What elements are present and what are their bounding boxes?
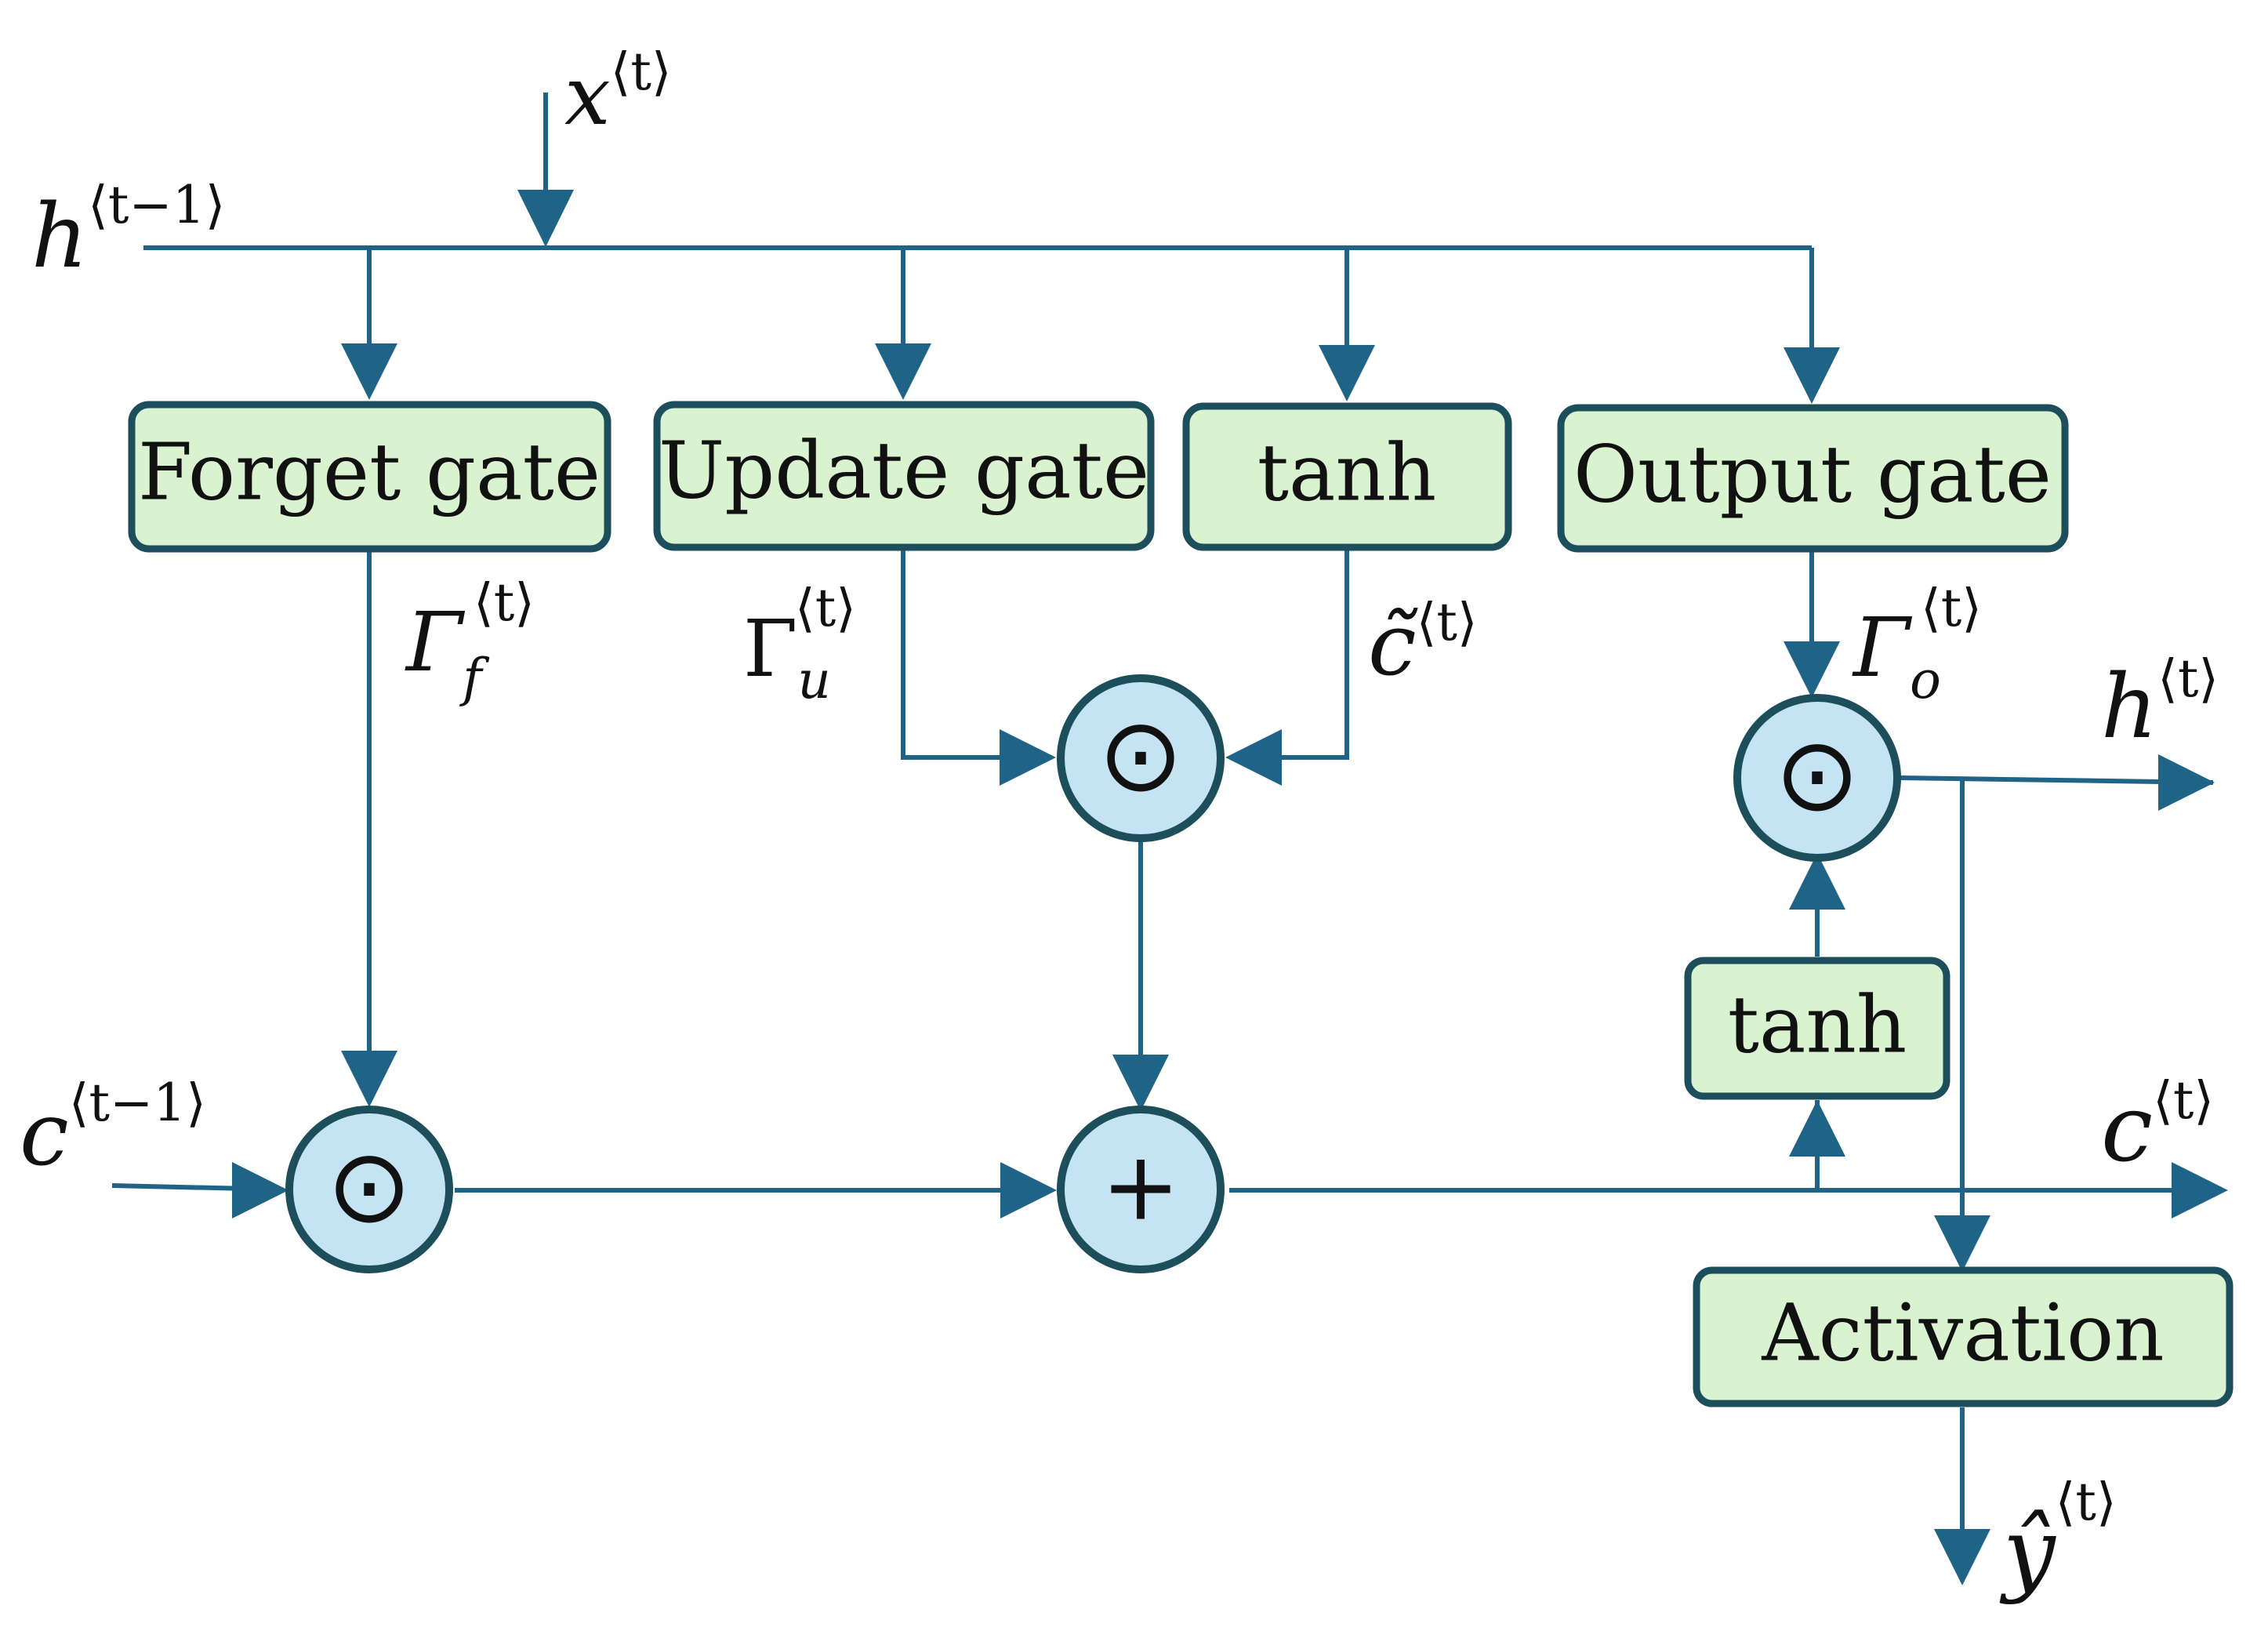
tanh-cell-block: tanh <box>1684 957 1950 1100</box>
tanh-cell-label: tanh <box>1728 979 1907 1071</box>
c-prev-sup: ⟨t−1⟩ <box>69 1073 206 1133</box>
gamma-f-base: Γ <box>405 594 466 690</box>
y-hat-sup: ⟨t⟩ <box>2056 1472 2117 1532</box>
activation-block: Activation <box>1693 1266 2234 1407</box>
forget-gate-label: Forget gate <box>138 427 601 518</box>
update-gate-block: Update gate <box>653 401 1155 551</box>
x-t-base: x <box>564 48 611 143</box>
forget-mult-operator: ⊙ <box>285 1106 453 1273</box>
hadamard-symbol: ⊙ <box>327 1127 412 1246</box>
gamma-o-sup: ⟨t⟩ <box>1921 578 1982 638</box>
arrowhead <box>341 343 397 400</box>
arrowhead <box>1934 1215 1990 1272</box>
update-to-mult <box>901 550 1044 760</box>
arrowhead <box>1319 345 1375 401</box>
arrowhead <box>232 1162 288 1218</box>
activation-label: Activation <box>1761 1287 2164 1379</box>
h-t-sup: ⟨t⟩ <box>2157 648 2219 709</box>
y-hat-label: ŷ⟨t⟩ <box>1999 1472 2117 1606</box>
h-t-label: h⟨t⟩ <box>2101 648 2219 758</box>
output-gate-label: Output gate <box>1573 429 2052 521</box>
arrowhead <box>1112 1055 1169 1111</box>
gamma-f-sub: f <box>459 648 490 708</box>
tanh-candidate-label: tanh <box>1257 427 1437 519</box>
x-t-sup: ⟨t⟩ <box>611 42 672 102</box>
add-symbol: + <box>1101 1133 1181 1242</box>
forget-gate-block: Forget gate <box>128 401 611 553</box>
update-gate-label: Update gate <box>659 425 1149 517</box>
c-prev-base: c <box>20 1084 69 1186</box>
c-tilde-base: c̃ <box>1368 594 1418 695</box>
h-prev-label: h⟨t−1⟩ <box>31 175 225 288</box>
arrowhead <box>1789 1100 1845 1157</box>
arrowhead <box>1789 853 1845 910</box>
c-t-base: c <box>2101 1074 2153 1182</box>
arrowhead <box>2158 754 2215 811</box>
arrowhead <box>1784 641 1840 698</box>
tanh-to-mult <box>1246 550 1349 760</box>
tanh-candidate-block: tanh <box>1182 402 1512 551</box>
output-gate-block: Output gate <box>1557 404 2069 553</box>
hadamard-symbol: ⊙ <box>1775 715 1860 834</box>
gamma-u-sub: u <box>797 650 831 710</box>
add-operator: + <box>1057 1106 1225 1273</box>
update-mult-operator: ⊙ <box>1057 674 1225 842</box>
c-t-sup: ⟨t⟩ <box>2153 1070 2214 1131</box>
c-tilde-label: c̃⟨t⟩ <box>1368 592 1478 695</box>
arrowhead <box>1000 729 1056 786</box>
gamma-f-sup: ⟨t⟩ <box>474 572 535 633</box>
arrowhead <box>2172 1162 2228 1218</box>
gamma-o-label: Γo ⟨t⟩ <box>1852 578 1982 710</box>
c-tilde-sup: ⟨t⟩ <box>1417 592 1478 652</box>
arrowheads <box>232 190 2228 1585</box>
gamma-o-sub: o <box>1910 650 1941 710</box>
arrowhead <box>1934 1529 1990 1585</box>
arrowhead <box>1225 729 1282 786</box>
x-t-label: x⟨t⟩ <box>564 42 672 143</box>
gamma-f-label: Γf ⟨t⟩ <box>405 572 535 708</box>
gamma-o-base: Γ <box>1852 600 1913 695</box>
c-t-label: c⟨t⟩ <box>2101 1070 2214 1182</box>
arrowhead <box>1784 347 1840 404</box>
y-hat-base: ŷ <box>1999 1498 2056 1606</box>
arrowhead <box>341 1051 397 1107</box>
h-prev-sup: ⟨t−1⟩ <box>88 175 225 235</box>
gamma-u-label: Γu ⟨t⟩ <box>743 578 856 710</box>
arrowhead <box>875 343 931 400</box>
arrowhead <box>1000 1162 1057 1218</box>
h-prev-base: h <box>31 186 88 288</box>
output-mult-operator: ⊙ <box>1733 694 1901 862</box>
hadamard-symbol: ⊙ <box>1098 695 1184 815</box>
gamma-u-base: Γ <box>743 603 797 695</box>
arrowhead <box>517 190 574 247</box>
gamma-u-sup: ⟨t⟩ <box>795 578 856 638</box>
h-t-base: h <box>2101 656 2157 758</box>
c-prev-label: c⟨t−1⟩ <box>20 1073 206 1186</box>
